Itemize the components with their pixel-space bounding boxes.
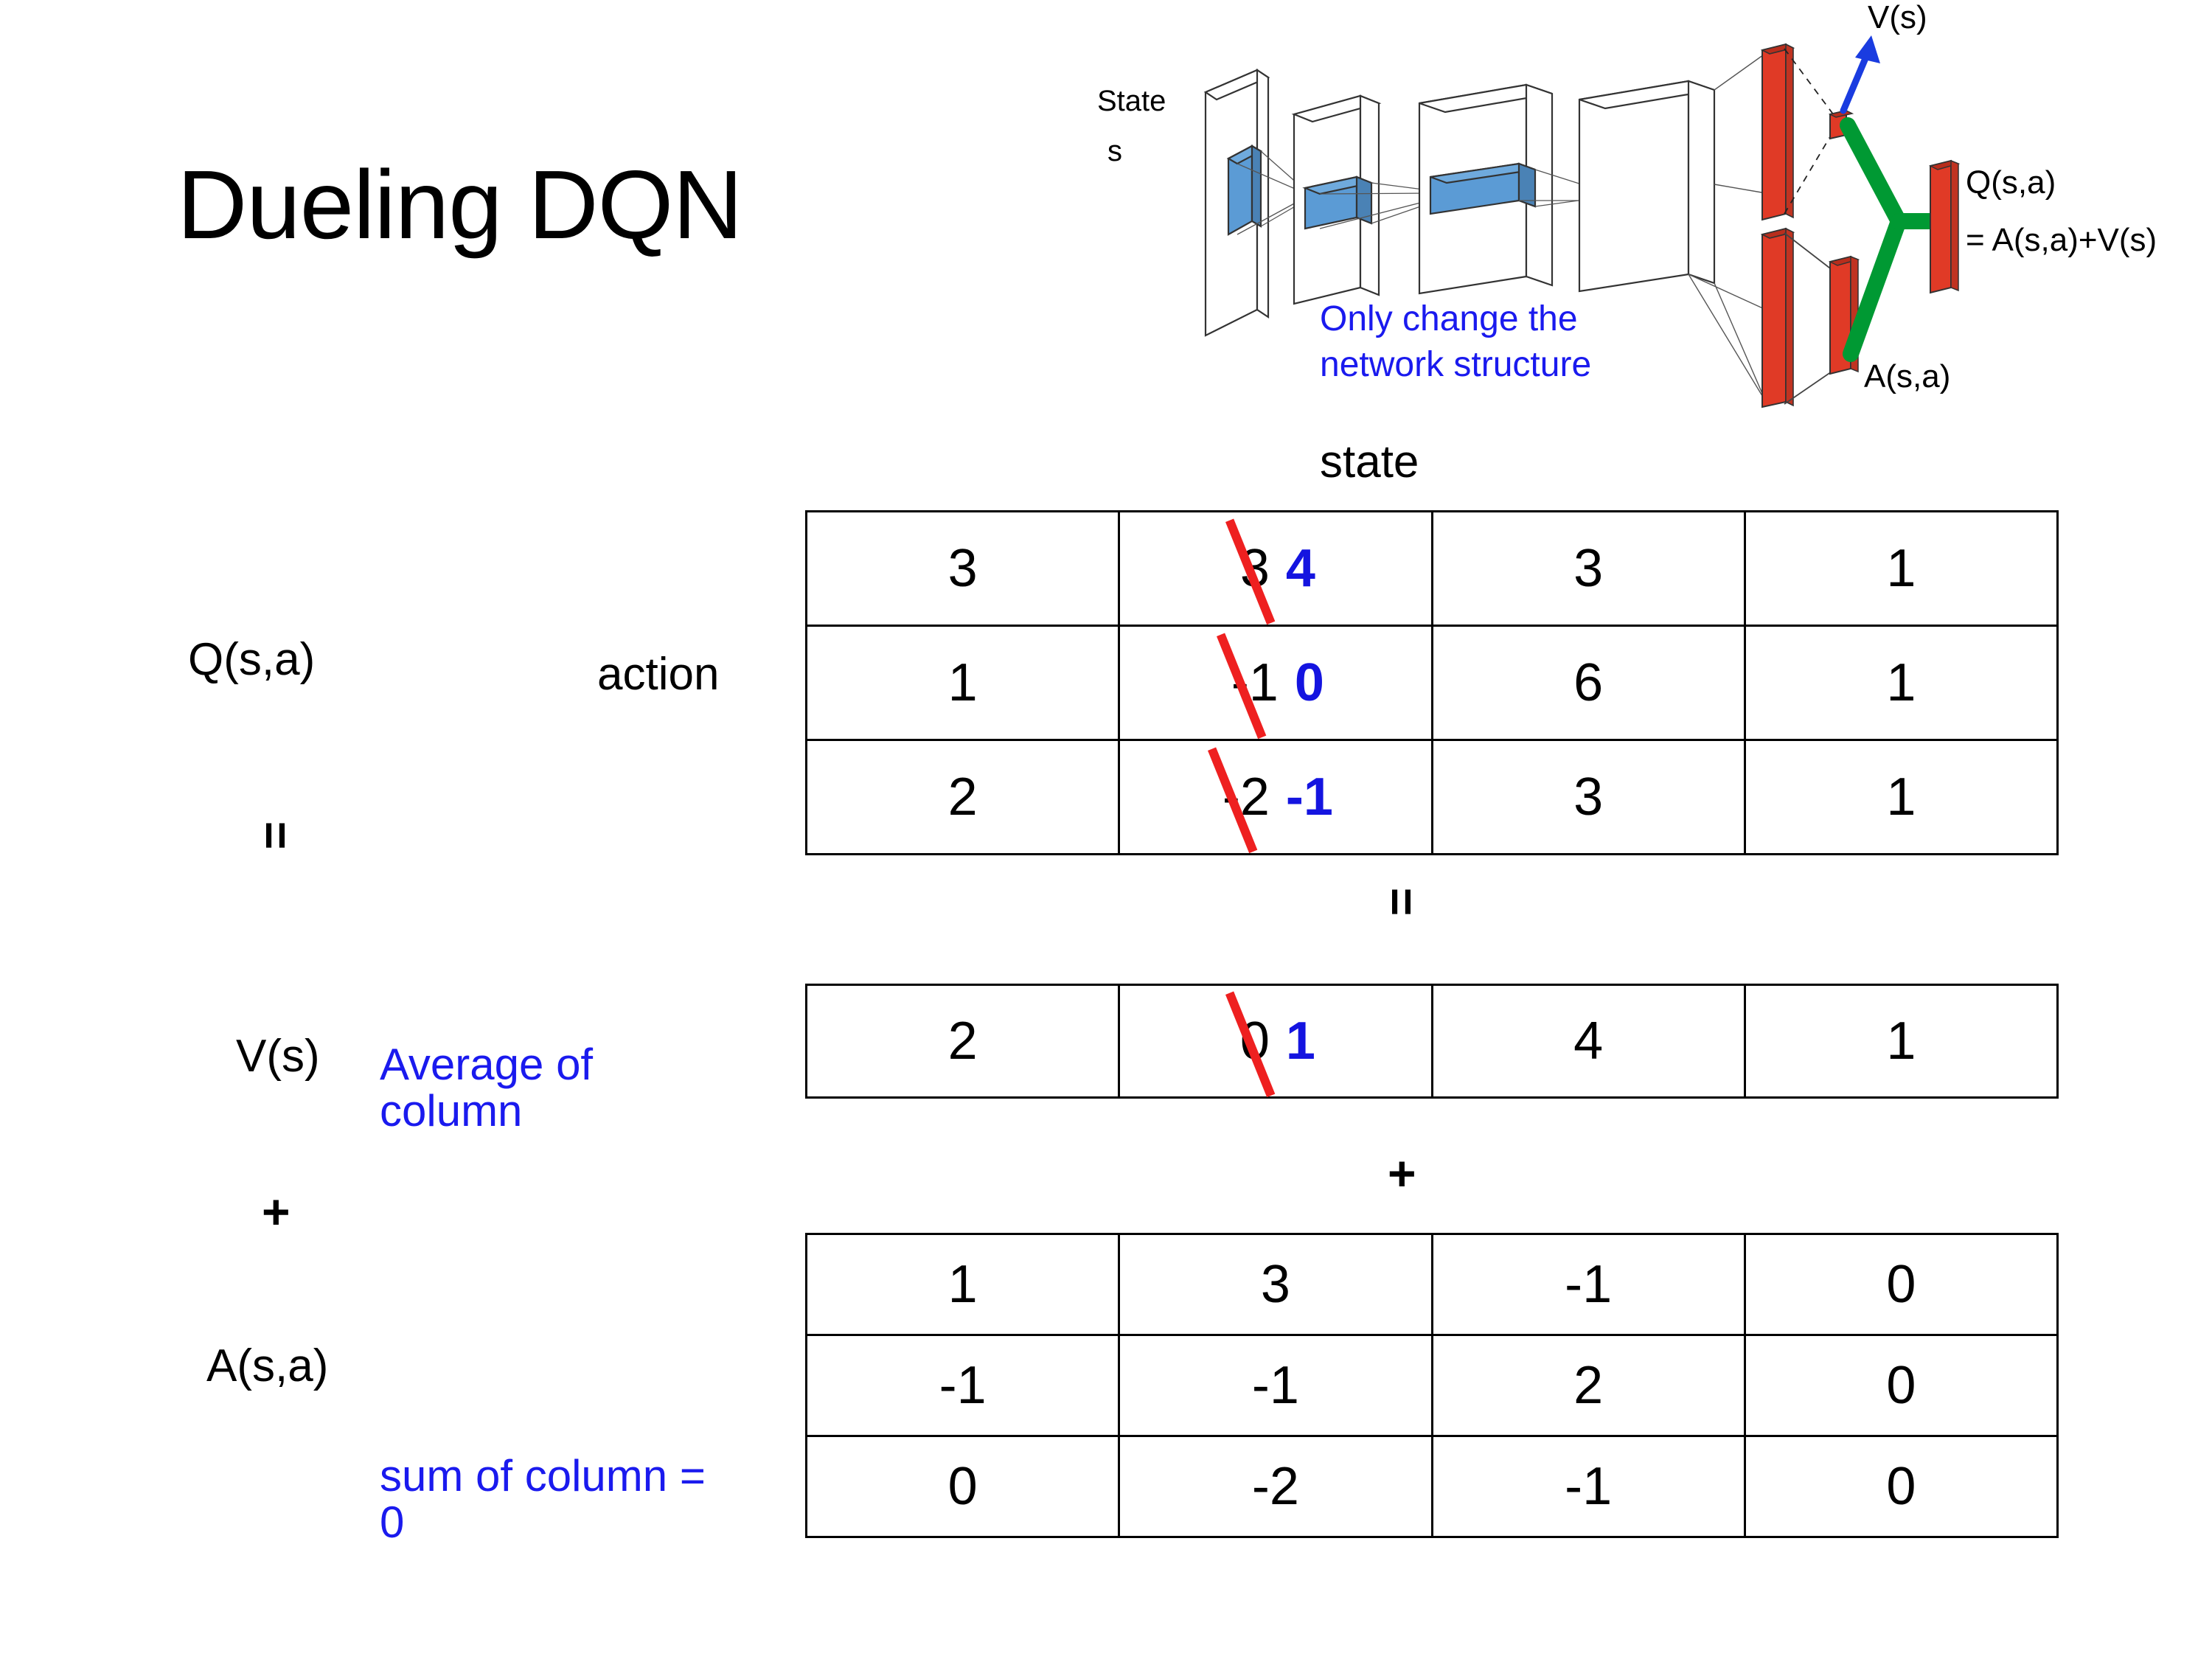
corrected-value: 1	[1285, 1012, 1315, 1071]
state-axis-label: state	[1320, 437, 1419, 487]
plus-operator-middle: +	[1388, 1146, 1416, 1200]
a-cell-r2c3: 0	[1743, 1435, 2059, 1538]
a-cell-r0c0: 1	[804, 1233, 1121, 1336]
diagram-output-label-line1: Q(s,a)	[1966, 164, 2056, 201]
corrected-value: -1	[1285, 768, 1333, 827]
diagram-advantage-stream-label: A(s,a)	[1864, 358, 1950, 394]
corrected-value: 4	[1285, 539, 1315, 598]
diagram-input-label-line2: s	[1107, 135, 1122, 167]
equals-operator-middle: =	[1374, 887, 1430, 917]
a-cell-r1c1: -1	[1118, 1334, 1433, 1437]
a-cell-r1c2: 2	[1430, 1334, 1746, 1437]
table-row: 1 3 -1 0	[804, 1233, 2059, 1336]
diagram-note-line1: Only change the	[1320, 299, 1578, 338]
table-row: 2 0 1 4 1	[804, 984, 2059, 1099]
q-cell-r2c2: 3	[1430, 739, 1746, 855]
a-cell-r0c2: -1	[1430, 1233, 1746, 1336]
average-of-column-note: Average of column	[380, 1040, 594, 1135]
struck-value: 0	[1236, 1011, 1274, 1071]
corrected-value: 0	[1294, 653, 1324, 712]
q-cell-r0c0: 3	[804, 510, 1121, 627]
a-cell-r0c3: 0	[1743, 1233, 2059, 1336]
a-cell-r2c1: -2	[1118, 1435, 1433, 1538]
v-cell-r0c3: 1	[1743, 984, 2059, 1099]
diagram-output-label-line2: = A(s,a)+V(s)	[1966, 222, 2157, 258]
q-cell-r2c0: 2	[804, 739, 1121, 855]
table-row: -1 -1 2 0	[804, 1334, 2059, 1437]
a-function-label: A(s,a)	[206, 1340, 329, 1391]
diagram-input-label-line1: State	[1097, 85, 1166, 117]
a-cell-r2c2: -1	[1430, 1435, 1746, 1538]
q-cell-r2c3: 1	[1743, 739, 2059, 855]
a-cell-r1c0: -1	[804, 1334, 1121, 1437]
q-function-label: Q(s,a)	[188, 634, 316, 685]
plus-operator-left: +	[262, 1184, 291, 1239]
v-cell-r0c0: 2	[804, 984, 1121, 1099]
network-architecture-diagram: State s V(s) A(s,a) Q(s,a) = A(s,a)+V(s)…	[1084, 0, 2212, 413]
a-cell-r0c1: 3	[1118, 1233, 1433, 1336]
q-cell-r0c1: 3 4	[1118, 510, 1433, 627]
page-title: Dueling DQN	[177, 150, 743, 259]
v-value-table: 2 0 1 4 1	[804, 984, 2059, 1099]
q-cell-r1c0: 1	[804, 625, 1121, 741]
q-cell-r2c1: -2 -1	[1118, 739, 1433, 855]
equals-operator-left: =	[248, 821, 304, 850]
q-cell-r1c3: 1	[1743, 625, 2059, 741]
table-row: 3 3 4 3 1	[804, 510, 2059, 627]
a-cell-r1c3: 0	[1743, 1334, 2059, 1437]
q-cell-r1c2: 6	[1430, 625, 1746, 741]
q-cell-r0c3: 1	[1743, 510, 2059, 627]
a-cell-r2c0: 0	[804, 1435, 1121, 1538]
v-function-label: V(s)	[236, 1031, 320, 1082]
struck-value: -1	[1227, 653, 1283, 713]
q-cell-r1c1: -1 0	[1118, 625, 1433, 741]
v-cell-r0c1: 0 1	[1118, 984, 1433, 1099]
diagram-note-line2: network structure	[1320, 345, 1591, 384]
a-value-table: 1 3 -1 0 -1 -1 2 0 0 -2 -1 0	[804, 1233, 2059, 1538]
q-value-table: 3 3 4 3 1 1 -1 0 6 1 2 -2 -1 3 1	[804, 510, 2059, 855]
table-row: 1 -1 0 6 1	[804, 625, 2059, 741]
q-cell-r0c2: 3	[1430, 510, 1746, 627]
diagram-value-stream-label: V(s)	[1868, 0, 1927, 35]
table-row: 2 -2 -1 3 1	[804, 739, 2059, 855]
struck-value: -2	[1218, 767, 1274, 827]
v-cell-r0c2: 4	[1430, 984, 1746, 1099]
sum-of-column-note: sum of column = 0	[380, 1451, 706, 1547]
table-row: 0 -2 -1 0	[804, 1435, 2059, 1538]
action-axis-label: action	[597, 649, 720, 700]
struck-value: 3	[1236, 538, 1274, 599]
